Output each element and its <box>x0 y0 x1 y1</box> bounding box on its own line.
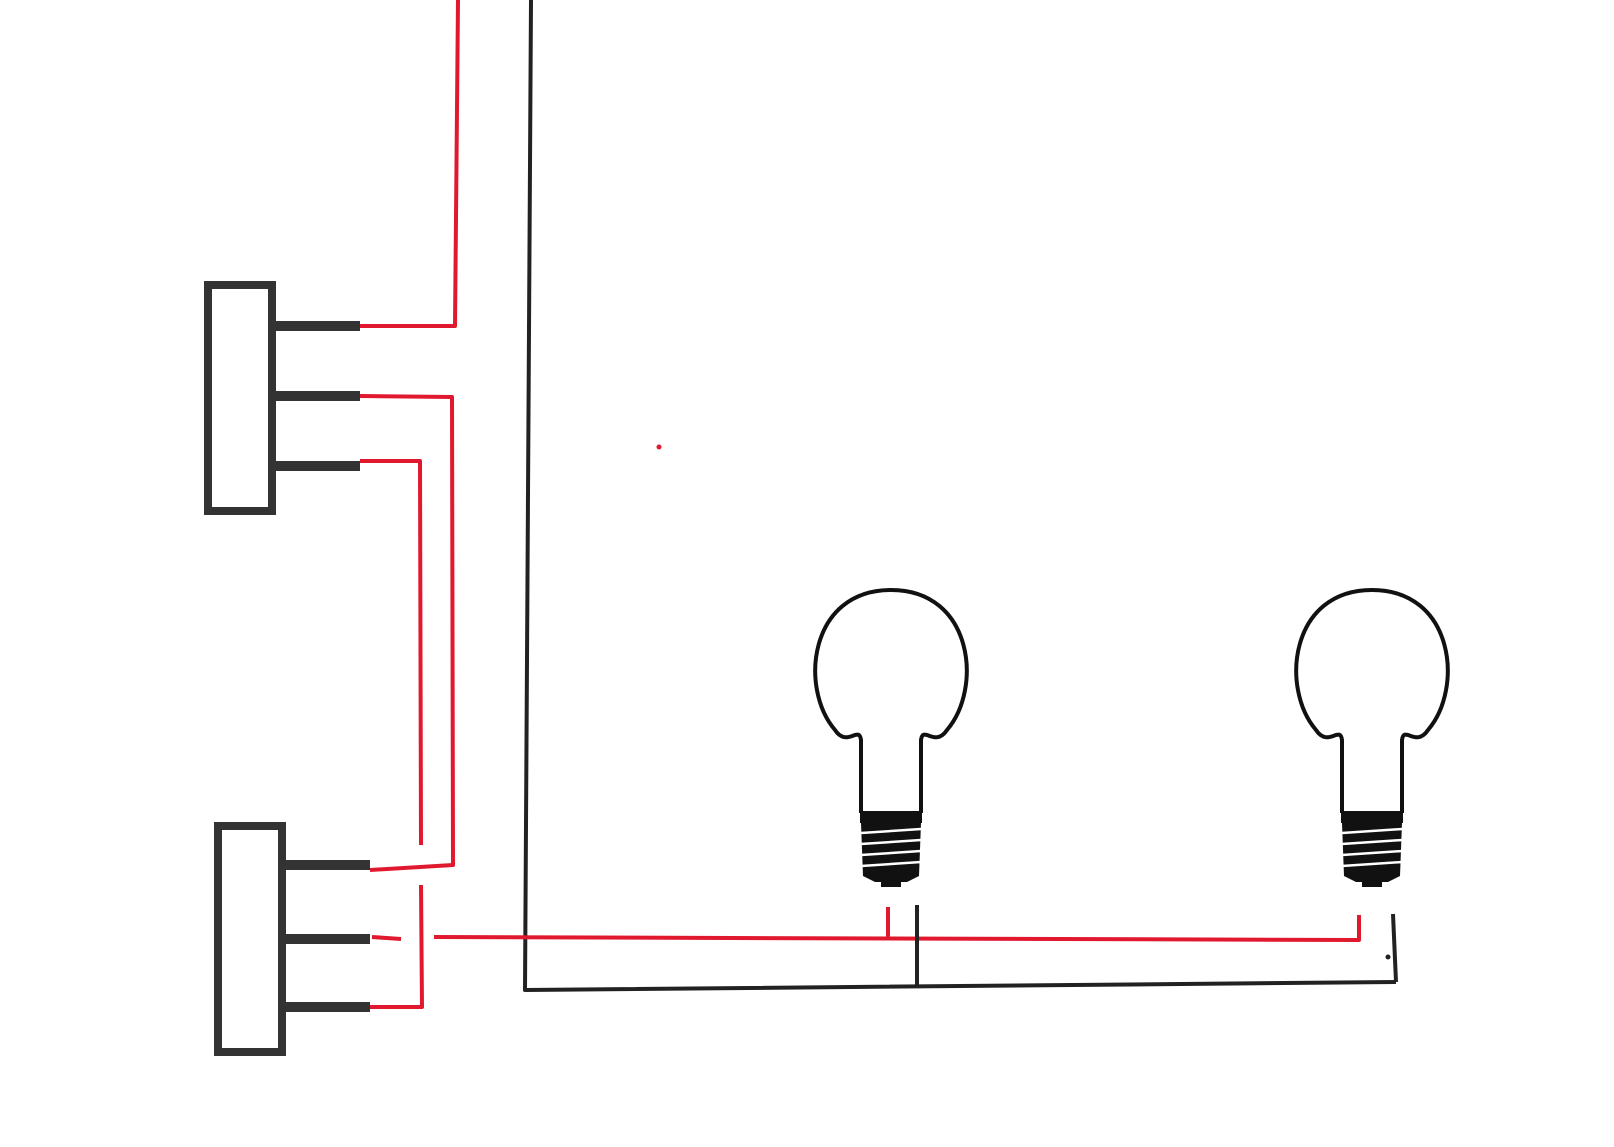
traveler-wire-outer <box>359 394 455 872</box>
neutral-junction-dot <box>1385 954 1391 960</box>
switched-hot-stub <box>371 935 402 941</box>
bulb-threads <box>1341 827 1403 868</box>
switch-body <box>204 281 276 515</box>
bulb-tip <box>881 882 901 887</box>
bulb-threads <box>860 827 922 868</box>
supply-hot-wire <box>360 0 460 328</box>
supply-neutral-wire <box>523 0 1397 992</box>
three-way-switch-top <box>204 281 360 515</box>
bulb-collar <box>860 811 922 823</box>
switch-body <box>214 822 286 1056</box>
traveler-wire-lower <box>370 884 424 1009</box>
stray-marker-dot <box>656 444 662 450</box>
switched-hot-wire <box>433 915 1361 942</box>
light-bulb-left <box>813 587 969 887</box>
bulb-collar <box>1341 811 1403 823</box>
right-bulb-neutral-lead <box>1391 913 1398 983</box>
bulb-tip <box>1362 882 1382 887</box>
bulb-necks <box>859 776 1404 813</box>
traveler-wire-inner <box>360 459 423 846</box>
three-way-switch-bottom <box>214 822 370 1056</box>
bulb-glass <box>1294 587 1450 776</box>
bulb-glass <box>813 587 969 776</box>
light-bulb-right <box>1294 587 1450 887</box>
